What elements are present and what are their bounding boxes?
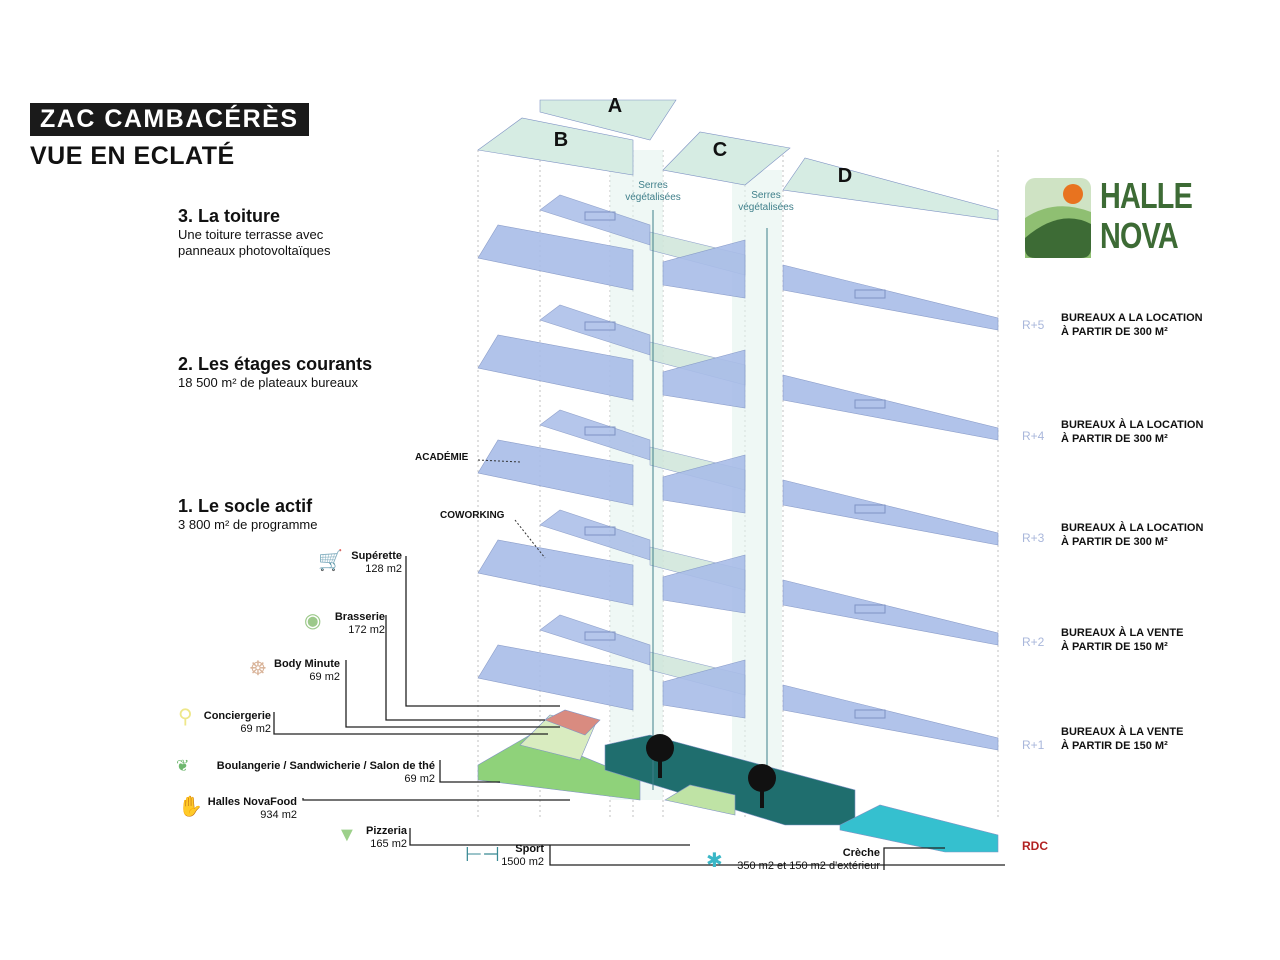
level-code: R+2 — [1022, 635, 1045, 649]
patio — [854, 604, 886, 614]
label-academie: ACADÉMIE — [415, 452, 469, 463]
slab-c — [662, 659, 746, 719]
cart-icon: 🛒 — [318, 550, 343, 572]
slab-d — [782, 579, 999, 646]
leader-line — [439, 760, 500, 783]
slab-b — [477, 439, 634, 506]
plate-icon: ◉ — [304, 610, 322, 632]
leader-line — [273, 712, 548, 735]
slab-c — [662, 239, 746, 299]
tree-icon — [748, 764, 776, 792]
leader-line — [405, 556, 560, 707]
section-title: 2. Les étages courants — [178, 354, 373, 374]
leader-line — [883, 847, 945, 870]
section-desc: Une toiture terrasse avec panneaux photo… — [178, 227, 331, 258]
title-line2: VUE EN ECLATÉ — [30, 142, 235, 170]
yoga-icon: ☸ — [249, 658, 267, 680]
pizza-icon: ▼ — [337, 824, 357, 846]
slab-d — [782, 264, 999, 331]
title-line1: ZAC CAMBACÉRÈS — [30, 103, 309, 136]
patio — [854, 504, 886, 514]
level-code: R+5 — [1022, 318, 1045, 332]
leader-academie — [477, 459, 521, 463]
section-desc: 3 800 m² de programme — [178, 517, 318, 532]
slab-c — [662, 454, 746, 514]
slab-c — [662, 554, 746, 614]
serres-label-1: Serres végétalisées — [625, 180, 681, 203]
rdc-halles — [477, 734, 641, 801]
rdc-pizzeria — [664, 784, 736, 816]
slab-b — [477, 334, 634, 401]
patio — [584, 526, 616, 536]
slab-c — [662, 349, 746, 409]
patio — [584, 211, 616, 221]
building-letter: B — [554, 129, 568, 151]
patio — [854, 399, 886, 409]
leader-line — [549, 845, 1005, 866]
tree-icon — [646, 734, 674, 762]
slab-b — [477, 224, 634, 291]
building-letter: D — [838, 165, 852, 187]
slab-d — [782, 479, 999, 546]
building-letter: A — [608, 95, 622, 117]
leader-coworking — [514, 519, 546, 559]
tree-trunk — [658, 760, 662, 778]
tree-trunk — [760, 790, 764, 808]
slab-b — [477, 644, 634, 711]
level-code: R+1 — [1022, 738, 1045, 752]
slab-d — [782, 374, 999, 441]
leader-line — [302, 798, 570, 801]
dumbbell-icon: ⊢⊣ — [465, 844, 500, 866]
section-title: 1. Le socle actif — [178, 496, 313, 516]
rdc-superette — [544, 709, 601, 736]
leader-line — [385, 615, 545, 721]
patio — [584, 426, 616, 436]
patio — [584, 321, 616, 331]
leader-line — [409, 828, 690, 846]
building-letter: C — [713, 139, 727, 161]
patio — [854, 709, 886, 719]
key-icon: ⚲ — [178, 706, 193, 728]
roof-c — [662, 131, 791, 186]
roof-d — [782, 157, 999, 221]
serres-label-2: Serres végétalisées — [738, 190, 794, 213]
section-title: 3. La toiture — [178, 206, 281, 226]
level-code-rdc: RDC — [1022, 839, 1048, 853]
leader-line — [345, 660, 560, 728]
hand-icon: ✋ — [178, 796, 203, 818]
rdc-creche — [839, 804, 999, 853]
child-icon: ✱ — [706, 850, 723, 872]
patio — [854, 289, 886, 299]
bread-icon: ❦ — [176, 758, 190, 775]
slab-b — [477, 539, 634, 606]
level-code: R+3 — [1022, 531, 1045, 545]
patio — [584, 631, 616, 641]
section-desc: 18 500 m² de plateaux bureaux — [178, 375, 358, 390]
slab-d — [782, 684, 999, 751]
roof-b — [477, 117, 634, 176]
program-boulangerie: Boulangerie / Sandwicherie / Salon de th… — [216, 760, 435, 785]
label-coworking: COWORKING — [440, 510, 505, 521]
level-code: R+4 — [1022, 429, 1045, 443]
halle-nova-logo-icon — [1025, 178, 1091, 258]
roof-a — [539, 99, 677, 141]
